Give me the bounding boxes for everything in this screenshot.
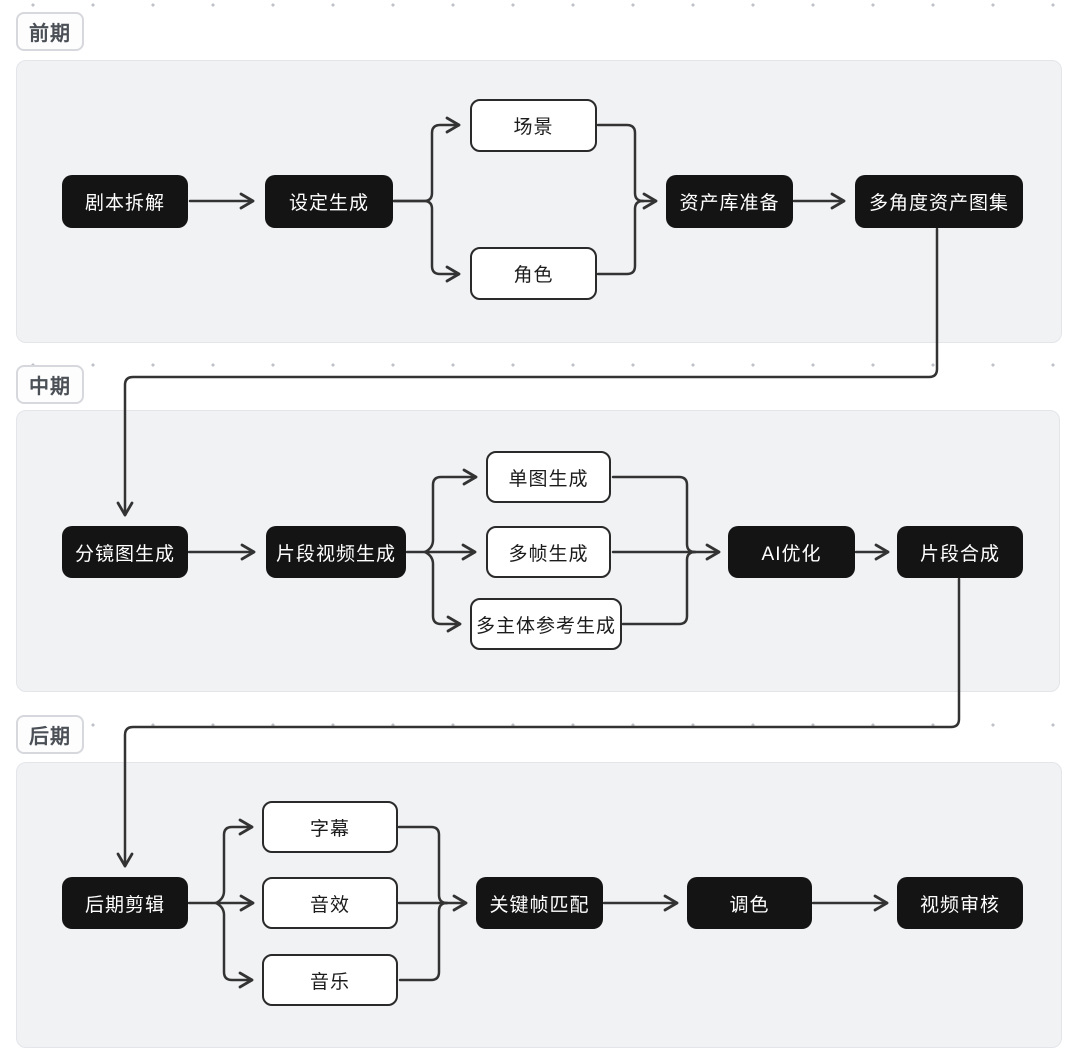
node-subtitles[interactable]: 字幕	[262, 801, 398, 853]
node-color-grading[interactable]: 调色	[687, 877, 812, 929]
node-multi-subject-ref-generation[interactable]: 多主体参考生成	[470, 598, 622, 650]
node-multi-frame-generation[interactable]: 多帧生成	[486, 526, 611, 578]
node-keyframe-matching[interactable]: 关键帧匹配	[476, 877, 603, 929]
node-asset-library-prep[interactable]: 资产库准备	[666, 175, 793, 228]
node-clip-video-generation[interactable]: 片段视频生成	[266, 526, 406, 578]
stage-label-mid: 中期	[16, 365, 84, 404]
node-storyboard-generation[interactable]: 分镜图生成	[62, 526, 188, 578]
node-multi-angle-asset-atlas[interactable]: 多角度资产图集	[855, 175, 1023, 228]
node-character[interactable]: 角色	[470, 247, 597, 300]
node-music[interactable]: 音乐	[262, 954, 398, 1006]
node-video-review[interactable]: 视频审核	[897, 877, 1023, 929]
node-scene[interactable]: 场景	[470, 99, 597, 152]
node-script-breakdown[interactable]: 剧本拆解	[62, 175, 188, 228]
stage-label-early: 前期	[16, 12, 84, 51]
node-clip-composition[interactable]: 片段合成	[897, 526, 1023, 578]
node-post-editing[interactable]: 后期剪辑	[62, 877, 188, 929]
node-ai-optimization[interactable]: AI优化	[728, 526, 855, 578]
node-sound-effects[interactable]: 音效	[262, 877, 398, 929]
stage-label-late: 后期	[16, 715, 84, 754]
node-setting-generation[interactable]: 设定生成	[265, 175, 393, 228]
node-single-image-generation[interactable]: 单图生成	[486, 451, 611, 503]
